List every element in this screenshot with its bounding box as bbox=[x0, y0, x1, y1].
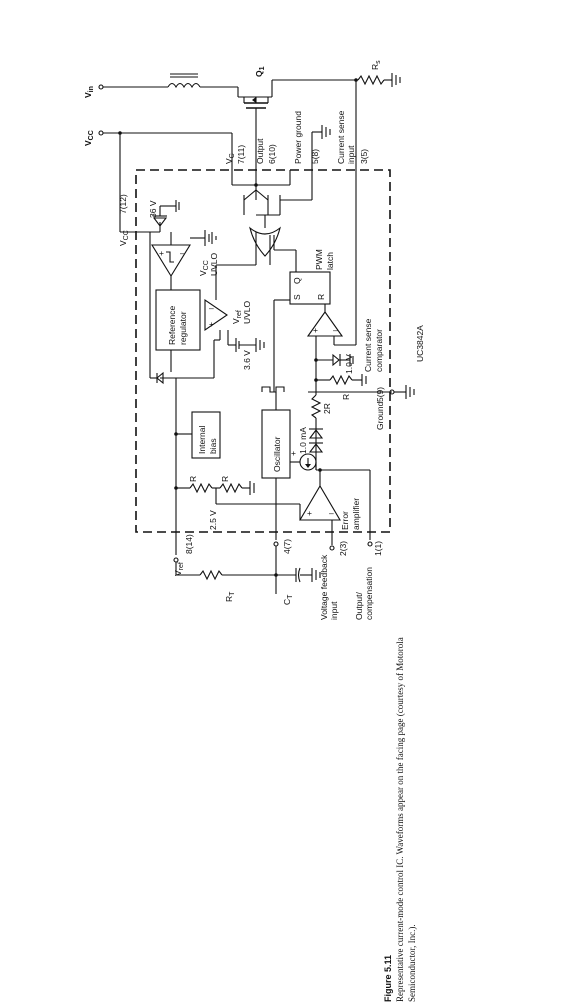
v36-label: 3.6 V bbox=[242, 350, 252, 370]
r-upper-label: R bbox=[188, 476, 198, 482]
vref-uvlo-label-1: Vref bbox=[231, 310, 243, 324]
output-totem-pole bbox=[232, 135, 313, 216]
power-ground-label: Power ground bbox=[293, 111, 303, 164]
vref-uvlo-label-2: UVLO bbox=[242, 300, 252, 324]
current-sense-label-2: input bbox=[346, 145, 356, 164]
v25-label: 2.5 V bbox=[208, 510, 218, 530]
q1-mosfet bbox=[238, 79, 340, 135]
figure-caption-text: Representative current-mode control IC. … bbox=[395, 637, 417, 1002]
zener-36v bbox=[152, 200, 180, 232]
pwm-latch-block bbox=[289, 271, 331, 305]
output-pin: 6(10) bbox=[267, 144, 277, 164]
latch-q: Q bbox=[292, 277, 302, 284]
vref-pin-number: 8(14) bbox=[184, 534, 194, 554]
oscillator-label: Oscillator bbox=[272, 436, 282, 472]
ea-label-1: Error bbox=[340, 511, 350, 530]
clamp-zener-1v bbox=[314, 353, 354, 367]
vc-label: VC bbox=[224, 153, 236, 164]
circuit-diagram: Q1 Rs Vin VCC VC 7( bbox=[83, 60, 425, 620]
svg-text:+: + bbox=[307, 508, 312, 518]
part-number: UC3842A bbox=[415, 325, 425, 362]
vref-rail bbox=[174, 378, 300, 555]
latch-r: R bbox=[316, 294, 326, 300]
vc-pin: 7(11) bbox=[236, 145, 246, 164]
ic-boundary bbox=[135, 169, 391, 533]
comp-pin-number: 1(1) bbox=[373, 541, 383, 556]
top-pin-labels: VC 7(11) Output 6(10) Power ground 5(8) … bbox=[224, 110, 369, 164]
vin-label: Vin bbox=[83, 86, 95, 98]
current-sense-comparator: + – bbox=[306, 170, 357, 380]
error-amplifier: + – bbox=[299, 468, 371, 545]
vref-pin-label: Vref bbox=[173, 562, 185, 576]
svg-text:+: + bbox=[209, 319, 214, 329]
ref-reg-label-1: Reference bbox=[167, 306, 177, 345]
r2-label: 2R bbox=[322, 403, 332, 414]
ma-label: 1.0 mA bbox=[298, 427, 308, 454]
ct-label: CT bbox=[282, 594, 294, 605]
svg-text:+: + bbox=[159, 248, 164, 258]
q1-label: Q1 bbox=[254, 66, 266, 77]
comp-label-2: compensation bbox=[364, 567, 374, 620]
rs-label: Rs bbox=[370, 60, 382, 70]
clock-pulse bbox=[261, 386, 285, 410]
rt-label: RT bbox=[224, 591, 236, 602]
figure-caption: Figure 5.11 Representative current-mode … bbox=[382, 602, 418, 1002]
vcc-label: VCC bbox=[83, 130, 95, 146]
current-sense-label-1: Current sense bbox=[336, 110, 346, 164]
plus-sign: + bbox=[291, 448, 296, 458]
power-ground-symbol bbox=[311, 125, 331, 165]
r-lower-label: R bbox=[220, 476, 230, 482]
svg-text:–: – bbox=[180, 248, 185, 258]
or-gate bbox=[249, 215, 296, 265]
vin-rail bbox=[98, 73, 239, 97]
bottom-pins bbox=[173, 541, 373, 594]
ref-reg-label-2: regulator bbox=[178, 311, 188, 345]
svg-text:–: – bbox=[333, 325, 338, 335]
csc-label-1: Current sense bbox=[363, 318, 373, 372]
output-label: Output bbox=[255, 138, 265, 164]
pwm-label-2: latch bbox=[325, 252, 335, 270]
v10-label: 1.0 V bbox=[344, 354, 354, 374]
svg-text:–: – bbox=[209, 303, 214, 313]
figure-page: Q1 Rs Vin VCC VC 7( bbox=[83, 60, 425, 1002]
vcc-uvlo-label-1: VCC bbox=[198, 260, 210, 276]
vfb-pin-number: 2(3) bbox=[338, 541, 348, 556]
ground-label: Ground bbox=[375, 401, 385, 430]
internal-bias-block bbox=[191, 411, 221, 459]
figure-label: Figure 5.11 bbox=[383, 954, 393, 1002]
current-source-1ma bbox=[290, 453, 317, 471]
ground-pin: 5(9) bbox=[375, 387, 385, 402]
vcc-rail bbox=[98, 130, 233, 233]
ground-pin-symbol bbox=[308, 385, 415, 399]
vcc-uvlo-label-2: UVLO bbox=[209, 252, 219, 276]
vcc-pin-number: 7(12) bbox=[118, 194, 128, 214]
vfb-label-2: input bbox=[329, 601, 339, 620]
zener-label: 36 V bbox=[148, 200, 158, 218]
ref-diode bbox=[149, 232, 215, 385]
reference-regulator-block bbox=[155, 289, 201, 351]
pwm-label-1: PWM bbox=[314, 249, 324, 270]
comp-label-1: Output/ bbox=[354, 591, 364, 620]
current-sense-pin: 3(5) bbox=[359, 149, 369, 164]
vcc-uvlo-comparator: + – bbox=[151, 230, 217, 290]
latch-s: S bbox=[292, 294, 302, 300]
r-label: R bbox=[341, 394, 351, 400]
internal-bias-label-1: Internal bbox=[197, 426, 207, 454]
rs-resistor bbox=[340, 73, 401, 170]
csc-label-2: comparator bbox=[374, 329, 384, 372]
svg-text:+: + bbox=[313, 325, 318, 335]
vfb-label-1: Voltage feedback bbox=[319, 554, 329, 620]
internal-bias-label-2: bias bbox=[208, 438, 218, 454]
ea-label-2: amplifier bbox=[351, 498, 361, 530]
vcc-pin-label: VCC bbox=[118, 230, 130, 246]
svg-text:–: – bbox=[329, 508, 334, 518]
vref-uvlo-comparator: – + bbox=[204, 264, 265, 352]
power-ground-pin: 5(8) bbox=[310, 149, 320, 164]
rt-pin-number: 4(7) bbox=[282, 539, 292, 554]
divider-resistors bbox=[310, 374, 367, 428]
